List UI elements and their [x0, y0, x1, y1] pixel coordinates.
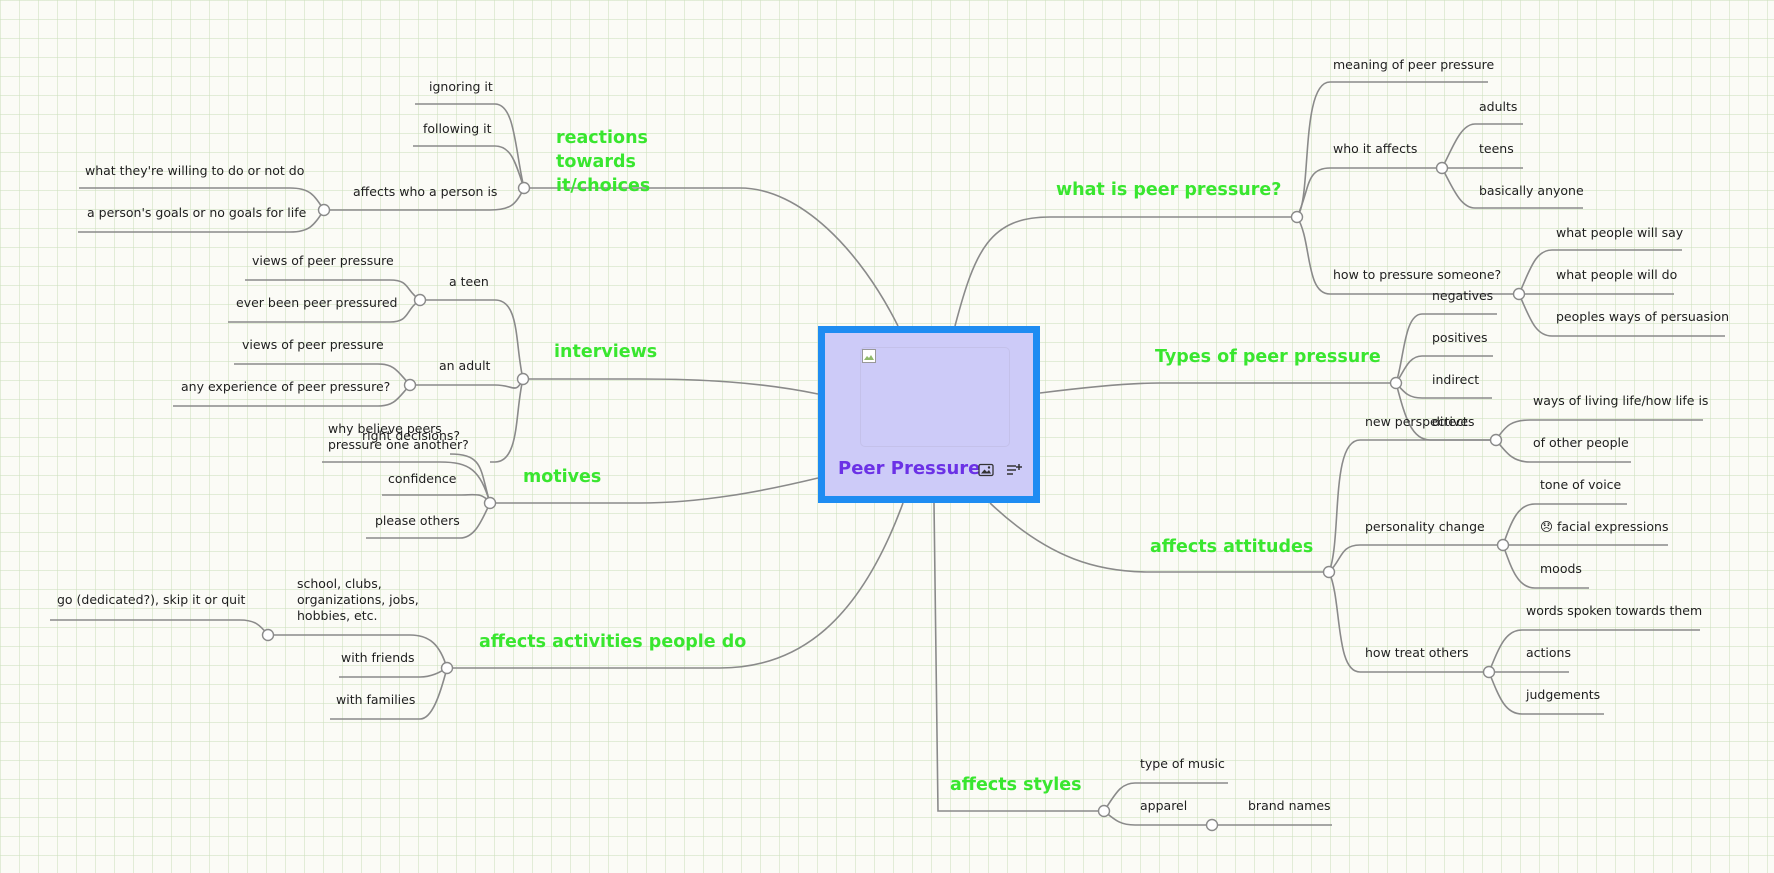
topic-judgements[interactable]: judgements — [1526, 687, 1601, 702]
topic-teens[interactable]: teens — [1479, 141, 1514, 156]
topic-following-it[interactable]: following it — [423, 121, 492, 136]
branch-affects-attitudes[interactable]: affects attitudes — [1150, 537, 1314, 557]
topic-with-friends[interactable]: with friends — [341, 650, 415, 665]
topic-adult-views[interactable]: views of peer pressure — [242, 337, 384, 352]
topic-school-clubs[interactable]: school, clubs, organizations, jobs, hobb… — [297, 576, 419, 623]
topic-brand-names[interactable]: brand names — [1248, 798, 1331, 813]
branch-what-is-peer-pressure[interactable]: what is peer pressure? — [1056, 180, 1282, 200]
topic-ways-of-persuasion[interactable]: peoples ways of persuasion — [1556, 309, 1730, 324]
topic-new-perspectives[interactable]: new perspectives — [1365, 414, 1475, 429]
notes-icon[interactable] — [1005, 461, 1023, 479]
topic-please-others[interactable]: please others — [375, 513, 460, 528]
topic-an-adult[interactable]: an adult — [439, 358, 491, 373]
topic-facial-expressions[interactable]: 😞 facial expressions — [1540, 519, 1669, 534]
topic-tone-of-voice[interactable]: tone of voice — [1540, 477, 1622, 492]
broken-image-icon — [862, 349, 876, 363]
topic-teen-views[interactable]: views of peer pressure — [252, 253, 394, 268]
branch-affects-activities[interactable]: affects activities people do — [479, 632, 747, 652]
topic-indirect[interactable]: indirect — [1432, 372, 1480, 387]
topic-ways-of-living[interactable]: ways of living life/how life is — [1533, 393, 1709, 408]
topic-adults[interactable]: adults — [1479, 99, 1518, 114]
topic-ever-pressured[interactable]: ever been peer pressured — [236, 295, 398, 310]
topic-right-decisions[interactable]: right decisions? — [362, 428, 461, 443]
topic-actions[interactable]: actions — [1526, 645, 1571, 660]
topic-any-experience[interactable]: any experience of peer pressure? — [181, 379, 391, 394]
branch-motives[interactable]: motives — [523, 467, 602, 487]
topic-confidence[interactable]: confidence — [388, 471, 457, 486]
central-topic-title[interactable]: Peer Pressure — [838, 458, 981, 479]
topic-apparel[interactable]: apparel — [1140, 798, 1188, 813]
topic-meaning[interactable]: meaning of peer pressure — [1333, 57, 1495, 72]
branch-interviews[interactable]: interviews — [554, 342, 658, 362]
topic-positives[interactable]: positives — [1432, 330, 1488, 345]
topic-how-treat-others[interactable]: how treat others — [1365, 645, 1469, 660]
topic-goals-for-life[interactable]: a person's goals or no goals for life — [87, 205, 307, 220]
topic-basically-anyone[interactable]: basically anyone — [1479, 183, 1584, 198]
topic-direct[interactable]: direct — [1432, 414, 1468, 429]
image-icon[interactable] — [977, 461, 995, 479]
topic-why-believe[interactable]: why believe peers pressure one another? — [328, 421, 469, 452]
branch-types-of-peer-pressure[interactable]: Types of peer pressure — [1155, 347, 1381, 367]
topic-willing-to-do[interactable]: what they're willing to do or not do — [85, 163, 305, 178]
topic-moods[interactable]: moods — [1540, 561, 1582, 576]
topic-negatives[interactable]: negatives — [1432, 288, 1494, 303]
topic-affects-who[interactable]: affects who a person is — [353, 184, 498, 199]
topic-personality-change[interactable]: personality change — [1365, 519, 1485, 534]
topic-go-skip-quit[interactable]: go (dedicated?), skip it or quit — [57, 592, 246, 607]
topic-who-affects[interactable]: who it affects — [1333, 141, 1418, 156]
branch-affects-styles[interactable]: affects styles — [950, 775, 1082, 795]
branch-reactions[interactable]: reactions towards it/choices — [556, 128, 651, 196]
topic-what-people-will-say[interactable]: what people will say — [1556, 225, 1684, 240]
topic-ignoring-it[interactable]: ignoring it — [429, 79, 493, 94]
topic-with-families[interactable]: with families — [336, 692, 416, 707]
topic-of-other-people[interactable]: of other people — [1533, 435, 1629, 450]
topic-how-to-pressure[interactable]: how to pressure someone? — [1333, 267, 1502, 282]
central-topic[interactable]: Peer Pressure — [818, 326, 1040, 503]
topic-a-teen[interactable]: a teen — [449, 274, 489, 289]
topic-what-people-will-do[interactable]: what people will do — [1556, 267, 1678, 282]
topic-words-spoken[interactable]: words spoken towards them — [1526, 603, 1703, 618]
topic-type-of-music[interactable]: type of music — [1140, 756, 1225, 771]
topic-image-placeholder[interactable] — [860, 347, 1010, 447]
